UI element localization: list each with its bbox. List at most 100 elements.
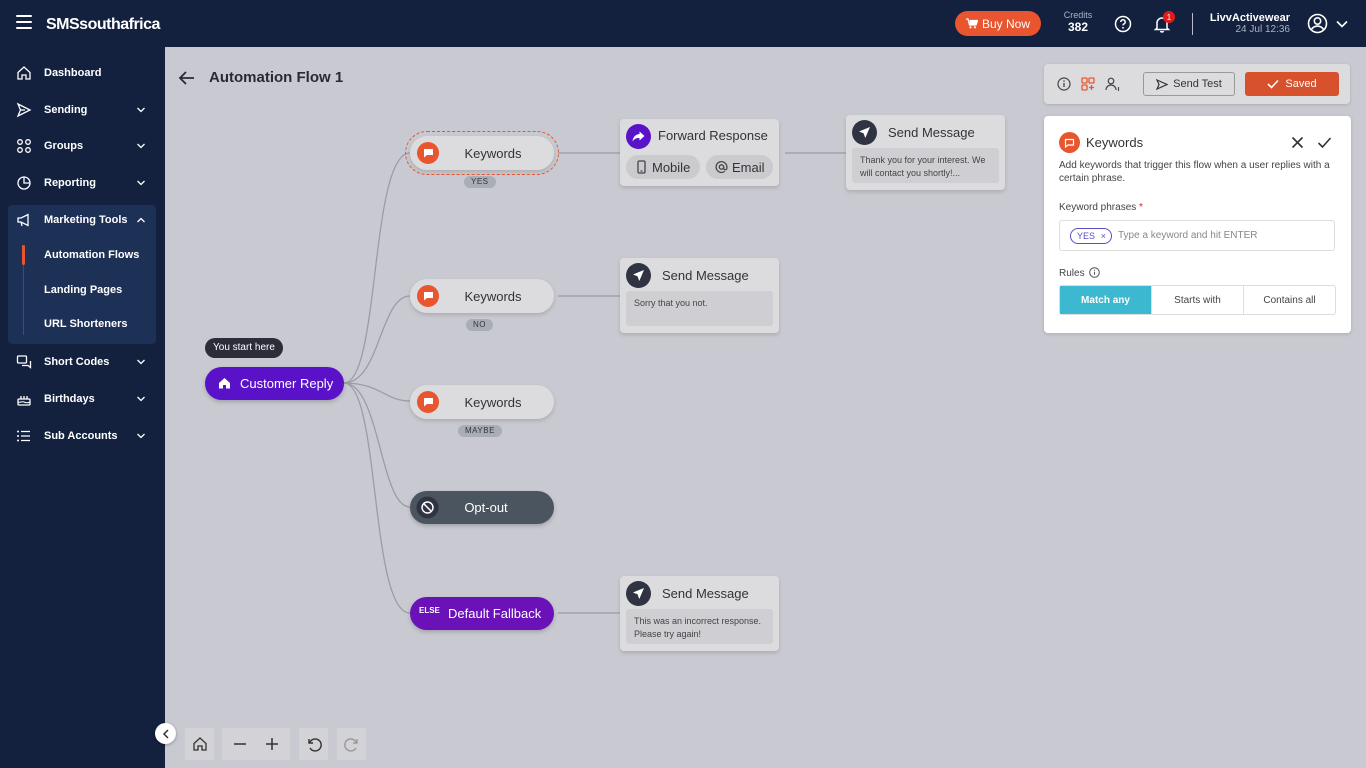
saved-label: Saved — [1285, 78, 1317, 90]
sidebar-item-label: Sub Accounts — [44, 430, 118, 442]
keyword-input[interactable]: YES × Type a keyword and hit ENTER — [1059, 220, 1335, 251]
chip-remove-icon[interactable]: × — [1100, 231, 1107, 241]
saved-button[interactable]: Saved — [1245, 72, 1339, 96]
buy-now-button[interactable]: Buy Now — [955, 11, 1041, 36]
sidebar-item-dashboard[interactable]: Dashboard — [0, 58, 165, 88]
sidebar-item-label: Short Codes — [44, 356, 110, 368]
sidebar-item-label: Groups — [44, 140, 84, 152]
sidebar-subitem-url-shorteners[interactable]: URL Shorteners — [44, 318, 128, 330]
user-avatar-icon[interactable] — [1306, 12, 1329, 35]
chat-bubble-icon — [1059, 132, 1080, 153]
help-icon[interactable] — [1113, 14, 1133, 34]
logo[interactable]: SMSsouthafrica — [46, 16, 160, 33]
default-fallback-node[interactable]: ELSE Default Fallback — [410, 597, 554, 630]
zoom-out-icon[interactable] — [233, 737, 247, 751]
collapse-sidebar-button[interactable] — [155, 723, 176, 744]
send-message-title: Send Message — [662, 586, 749, 601]
rule-starts-with[interactable]: Starts with — [1152, 286, 1244, 314]
notification-badge: 1 — [1163, 11, 1175, 23]
menu-icon[interactable] — [16, 15, 32, 29]
sidebar: Dashboard Sending Groups Reporting Marke… — [0, 47, 165, 768]
check-icon — [1267, 79, 1279, 89]
send-message-card[interactable]: Send Message This was an incorrect respo… — [620, 576, 779, 651]
sidebar-subitem-landing-pages[interactable]: Landing Pages — [44, 284, 123, 296]
submenu-line — [23, 265, 24, 335]
sidebar-item-groups[interactable]: Groups — [0, 131, 165, 161]
keywords-node-maybe[interactable]: Keywords — [410, 385, 554, 419]
fallback-label: Default Fallback — [448, 606, 542, 621]
keywords-node-yes[interactable]: Keywords — [410, 136, 554, 170]
sidebar-item-reporting[interactable]: Reporting — [0, 168, 165, 198]
keyword-tag: MAYBE — [458, 425, 502, 437]
sidebar-item-short-codes[interactable]: Short Codes — [0, 347, 165, 377]
info-icon[interactable] — [1089, 267, 1101, 278]
undo-button[interactable] — [299, 728, 328, 760]
keyword-tag: YES — [464, 176, 496, 188]
optout-node[interactable]: Opt-out — [410, 491, 554, 524]
send-message-body: Sorry that you not. — [626, 291, 773, 326]
paper-plane-icon — [626, 263, 651, 288]
chevron-down-icon[interactable] — [1336, 19, 1348, 29]
zoom-controls — [222, 728, 290, 760]
marketing-tools-group — [8, 205, 156, 344]
chevron-down-icon — [137, 143, 145, 149]
forward-icon — [626, 124, 651, 149]
mobile-label: Mobile — [652, 159, 691, 175]
back-arrow-icon[interactable] — [178, 70, 196, 86]
send-message-card[interactable]: Send Message Sorry that you not. — [620, 258, 779, 333]
mobile-icon — [637, 160, 646, 174]
redo-button[interactable] — [337, 728, 366, 760]
send-test-label: Send Test — [1173, 78, 1222, 90]
keyword-chip[interactable]: YES × — [1070, 228, 1113, 244]
zoom-in-icon[interactable] — [265, 737, 279, 751]
home-icon — [219, 378, 230, 389]
keyword-phrases-text: Keyword phrases — [1059, 202, 1137, 213]
user-name: LivvActivewear — [1209, 12, 1290, 24]
rule-contains-all[interactable]: Contains all — [1263, 294, 1316, 306]
send-message-title: Send Message — [888, 125, 975, 140]
rule-match-any[interactable]: Match any — [1060, 286, 1152, 314]
undo-icon — [307, 738, 322, 752]
check-icon[interactable] — [1317, 136, 1332, 149]
paper-plane-icon — [852, 120, 877, 145]
block-icon — [416, 496, 439, 519]
chevron-down-icon — [137, 433, 145, 439]
paper-plane-icon — [626, 581, 651, 606]
sidebar-item-marketing-tools[interactable]: Marketing Tools — [0, 205, 165, 235]
send-test-button[interactable]: Send Test — [1143, 72, 1235, 96]
credits-value: 382 — [1067, 20, 1089, 34]
info-icon[interactable] — [1057, 77, 1071, 91]
add-blocks-icon[interactable] — [1081, 77, 1095, 91]
customer-reply-node[interactable]: Customer Reply — [205, 367, 344, 400]
sidebar-subitem-automation-flows[interactable]: Automation Flows — [44, 249, 140, 261]
keyword-phrases-label: Keyword phrases * — [1059, 202, 1143, 213]
cart-icon — [965, 18, 978, 29]
rules-selector: Match any Starts with Contains all — [1059, 285, 1336, 315]
home-view-button[interactable] — [185, 728, 214, 760]
redo-icon — [343, 738, 358, 752]
rules-text: Rules — [1059, 268, 1085, 279]
else-tag: ELSE — [419, 606, 440, 615]
forward-response-card[interactable]: Forward Response Mobile Email — [620, 119, 779, 186]
sidebar-item-birthdays[interactable]: Birthdays — [0, 384, 165, 414]
close-icon[interactable] — [1291, 136, 1304, 149]
send-icon — [1156, 78, 1169, 90]
mobile-chip[interactable]: Mobile — [626, 155, 700, 179]
flow-toolbar: Send Test Saved — [1044, 64, 1350, 104]
credits-label: Credits — [1063, 10, 1093, 20]
home-icon — [17, 66, 31, 80]
send-message-body: Thank you for your interest. We will con… — [852, 148, 999, 183]
email-chip[interactable]: Email — [706, 155, 773, 179]
keywords-label: Keywords — [464, 394, 522, 410]
sidebar-item-sub-accounts[interactable]: Sub Accounts — [0, 421, 165, 451]
user-info[interactable]: LivvActivewear 24 Jul 12:36 — [1205, 12, 1290, 35]
sidebar-item-sending[interactable]: Sending — [0, 95, 165, 125]
send-message-card[interactable]: Send Message Thank you for your interest… — [846, 115, 1005, 190]
contacts-icon[interactable] — [1105, 76, 1121, 92]
sidebar-item-label: Reporting — [44, 177, 96, 189]
chevron-down-icon — [137, 359, 145, 365]
chart-pie-icon — [17, 176, 31, 190]
keywords-node-no[interactable]: Keywords — [410, 279, 554, 313]
send-message-body: This was an incorrect response. Please t… — [626, 609, 773, 644]
